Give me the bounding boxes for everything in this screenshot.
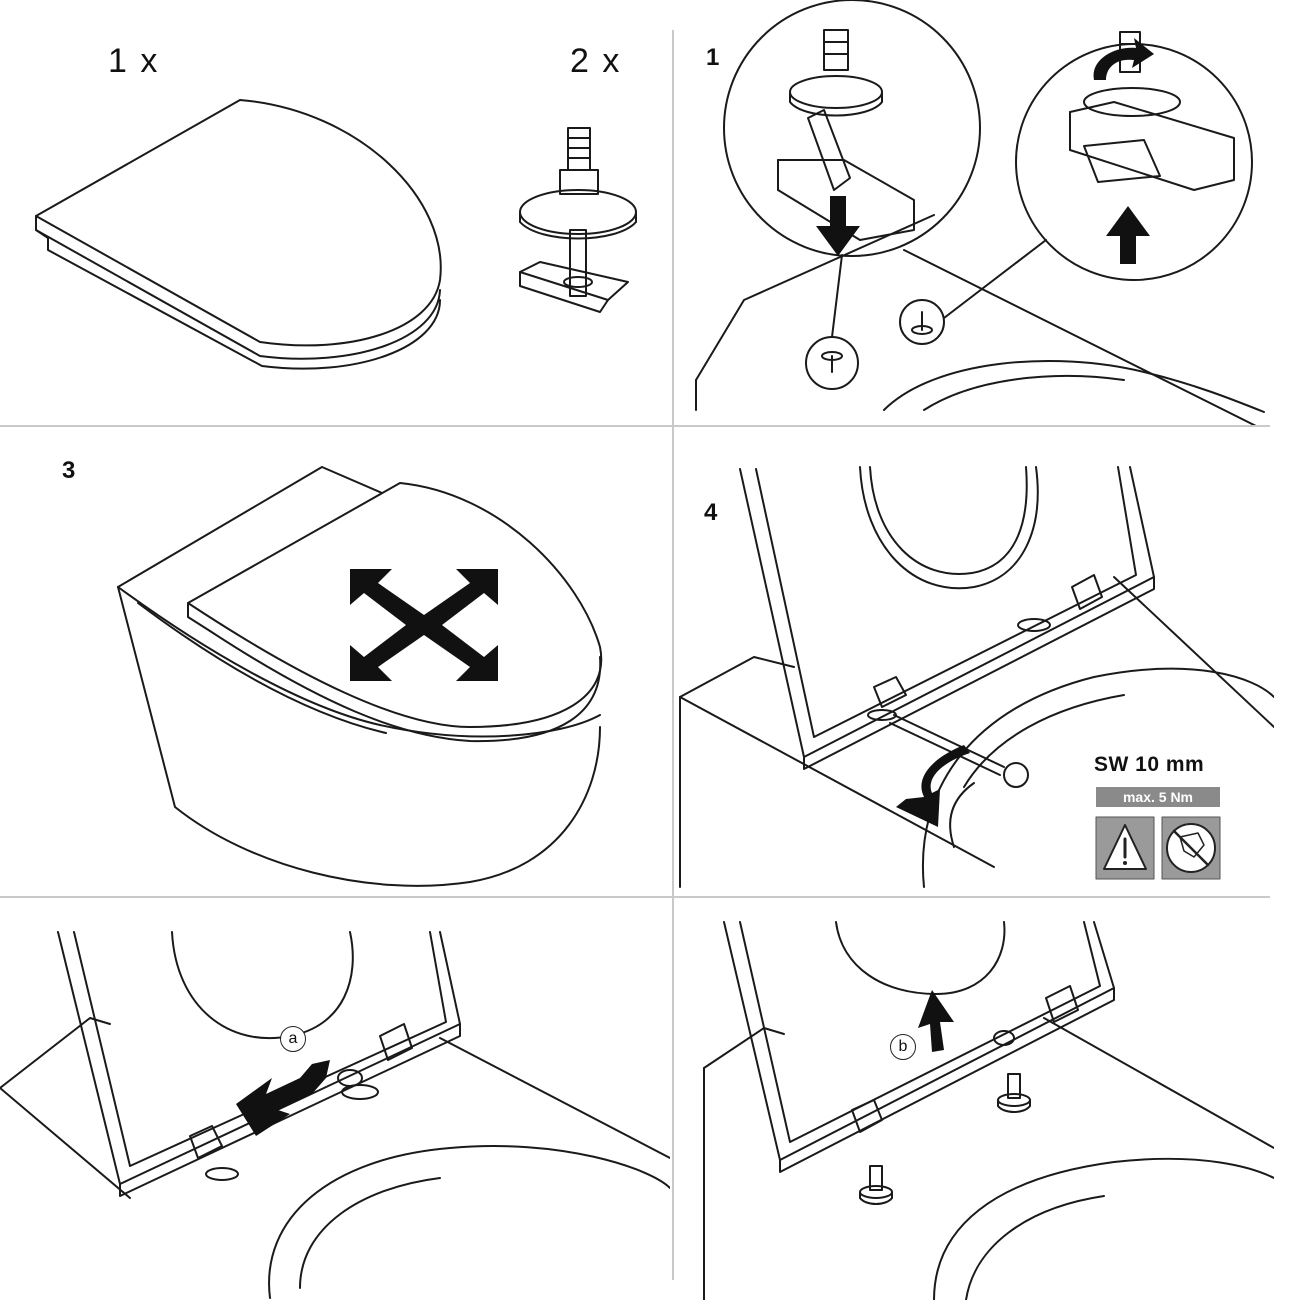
panel-step-1: 1 [674,0,1274,425]
callout-b: b [890,1034,916,1060]
step-3-illustration [117,466,603,887]
no-power-tool-icon [1161,816,1221,880]
rotate-arrow-icon [896,745,970,827]
panel-step-3: 3 [0,427,670,896]
arrow-up-icon [1106,206,1150,264]
move-cross-arrows-icon [350,569,498,681]
step-1-illustration [695,0,1265,425]
max-torque-badge: max. 5 Nm [1096,787,1220,807]
vertical-divider [672,30,674,1280]
panel-step-4: 4 [674,427,1274,896]
panel-step-b: b [674,898,1274,1300]
wrench-icon [889,714,1029,788]
panel-parts: 1 x 2 x [0,0,670,425]
step-4-illustration [679,466,1274,888]
fixing-bolt-icon [519,127,637,313]
warning-triangle-icon [1095,816,1155,880]
fixing-quantity: 2 x [570,42,622,80]
step-number: 3 [62,457,76,484]
arrow-up-icon [918,990,954,1052]
toilet-seat-lid-icon [35,99,442,370]
panel-step-a: a [0,898,670,1300]
callout-a: a [280,1026,306,1052]
step-number: 4 [704,499,718,526]
step-number: 1 [706,44,720,71]
parts-illustration [35,99,637,370]
toilet-seat-lid-icon [187,482,603,743]
seat-quantity: 1 x [108,42,160,80]
arrow-down-icon [816,196,860,256]
detail-circle-left [723,0,981,257]
rotate-arrow-icon [1093,38,1154,80]
double-arrow-icon [236,1060,330,1136]
step-a-illustration [0,931,670,1299]
wrench-size-label: SW 10 mm [1094,753,1205,776]
horizontal-divider-1 [0,425,1270,427]
horizontal-divider-2 [0,896,1270,898]
fixing-bolt-icon [859,1073,1031,1205]
step-b-illustration [703,921,1274,1300]
